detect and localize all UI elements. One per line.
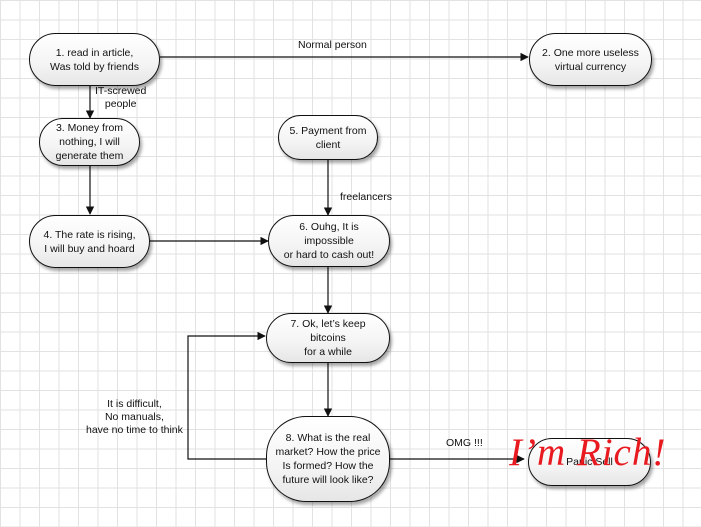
label-freelancers: freelancers [340,191,392,203]
label-normal-person: Normal person [298,39,367,51]
edge-8-loop-to-7 [187,331,266,460]
node-3-money-from-nothing[interactable]: 3. Money from nothing, I will generate t… [39,118,140,166]
label-difficult-no-manuals: It is difficult, No manuals, have no tim… [86,398,183,436]
label-omg: OMG !!! [446,437,483,449]
node-1-read-in-article[interactable]: 1. read in article, Was told by friends [29,33,160,86]
im-rich-overlay: I’m Rich! [509,431,667,474]
node-9-panic-sell[interactable]: Panic Sell [528,438,651,486]
node-8-what-is-real-market[interactable]: 8. What is the real market? How the pric… [266,416,390,502]
node-6-impossible-to-cash-out[interactable]: 6. Ouhg, It is impossible or hard to cas… [268,215,390,267]
node-7-keep-bitcoins[interactable]: 7. Ok, let’s keep bitcoins for a while [266,313,390,363]
label-it-screwed-people: IT-screwed people [95,85,147,110]
node-4-rate-is-rising[interactable]: 4. The rate is rising, I will buy and ho… [29,215,150,268]
node-2-useless-currency[interactable]: 2. One more useless virtual currency [529,33,652,86]
node-5-payment-from-client[interactable]: 5. Payment from client [278,115,378,160]
